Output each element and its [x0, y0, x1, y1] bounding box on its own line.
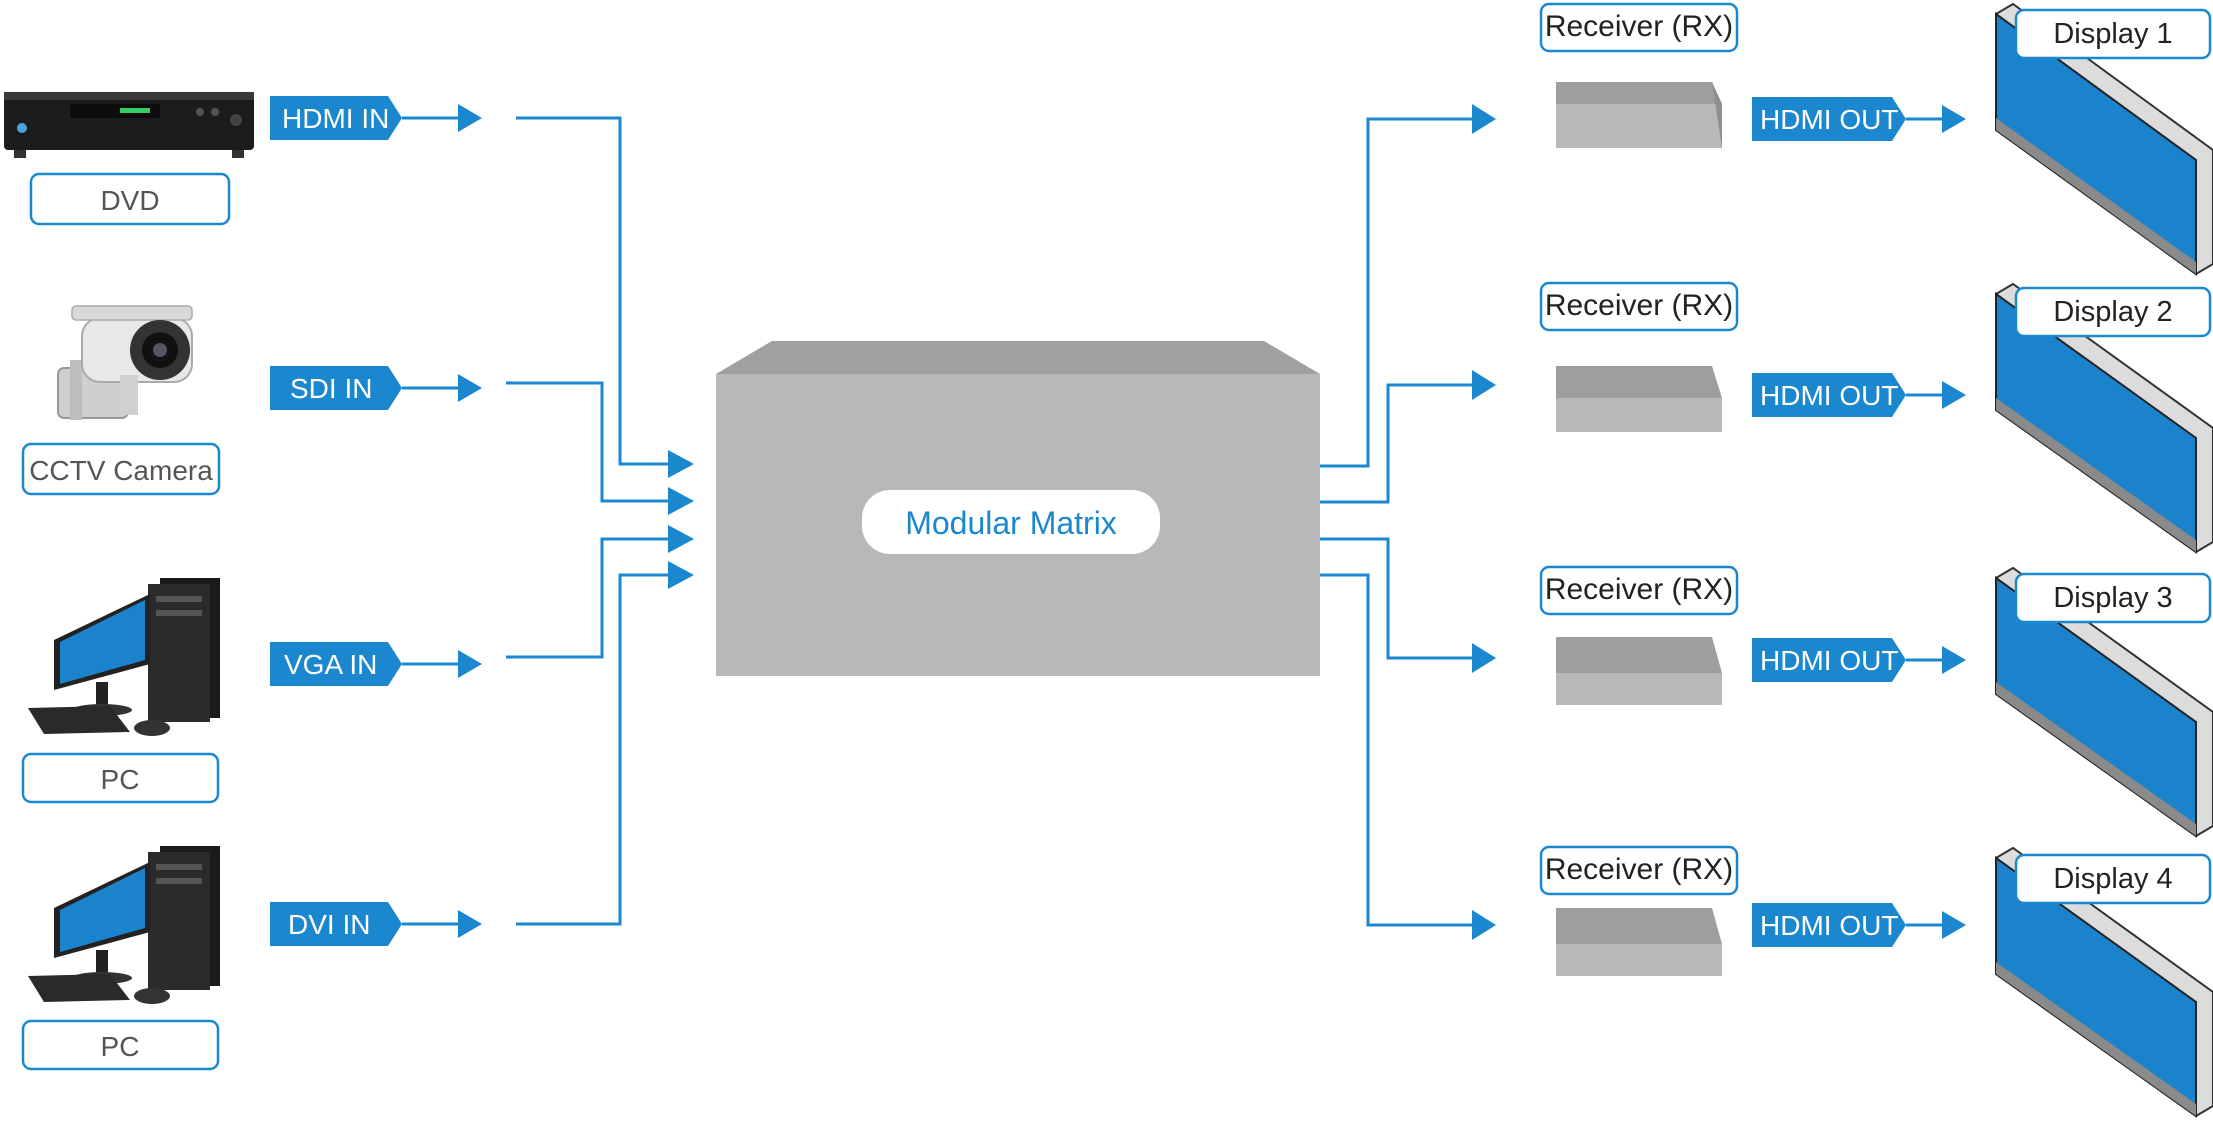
source-label-pc-2: PC — [101, 1031, 140, 1062]
svg-text:HDMI OUT: HDMI OUT — [1760, 910, 1898, 941]
receiver-device-icon — [1556, 82, 1722, 148]
svg-text:Receiver (RX): Receiver (RX) — [1545, 573, 1733, 606]
arrowhead — [458, 650, 482, 678]
connector-out-1 — [1320, 117, 1476, 468]
display-label-box-2: Display 2 — [2014, 286, 2212, 338]
connector-out-3 — [1320, 537, 1476, 660]
arrowhead — [668, 450, 694, 478]
connector-hdmi — [516, 116, 670, 466]
connector-dvi — [516, 573, 670, 926]
source-box-pc-2: PC — [21, 1019, 220, 1071]
connector-out-4 — [1320, 573, 1476, 927]
connector-out-2 — [1320, 383, 1476, 504]
svg-text:Receiver (RX): Receiver (RX) — [1545, 10, 1733, 43]
receiver-device-icon — [1556, 637, 1722, 705]
desktop-pc-icon — [28, 846, 220, 1004]
dvd-player-icon — [4, 92, 254, 158]
port-tag-hdmi-in: HDMI IN — [270, 96, 402, 140]
source-box-pc-1: PC — [21, 752, 220, 804]
port-tag-hdmi-out-2: HDMI OUT — [1752, 373, 1906, 417]
source-box-cctv: CCTV Camera — [21, 442, 221, 496]
receiver-label-box-1: Receiver (RX) — [1539, 2, 1739, 53]
arrowhead — [668, 561, 694, 589]
display-label-box-3: Display 3 — [2014, 572, 2212, 624]
arrowhead — [1942, 105, 1966, 133]
port-tag-dvi-in: DVI IN — [270, 902, 402, 946]
port-tag-vga-in: VGA IN — [270, 642, 402, 686]
receiver-label-box-2: Receiver (RX) — [1539, 281, 1739, 332]
arrowhead — [1472, 910, 1496, 940]
arrowhead — [458, 910, 482, 938]
svg-text:HDMI IN: HDMI IN — [282, 103, 389, 134]
arrowhead — [458, 104, 482, 132]
svg-text:HDMI OUT: HDMI OUT — [1760, 104, 1898, 135]
modular-matrix-device: Modular Matrix — [716, 341, 1320, 676]
arrowhead — [1942, 646, 1966, 674]
svg-text:Display 3: Display 3 — [2053, 582, 2172, 614]
connector-sdi — [506, 381, 670, 503]
svg-text:Display 4: Display 4 — [2053, 863, 2172, 895]
display-screen-icon — [1995, 846, 2213, 1118]
arrowhead — [1472, 370, 1496, 400]
receiver-device-icon — [1556, 366, 1722, 432]
cctv-camera-icon — [57, 305, 193, 420]
arrowhead — [458, 374, 482, 402]
svg-text:Receiver (RX): Receiver (RX) — [1545, 289, 1733, 322]
arrowhead — [668, 487, 694, 515]
svg-text:HDMI OUT: HDMI OUT — [1760, 380, 1898, 411]
desktop-pc-icon — [28, 578, 220, 736]
arrowhead — [1942, 381, 1966, 409]
svg-text:Display 1: Display 1 — [2053, 18, 2172, 50]
display-label-box-4: Display 4 — [2014, 853, 2212, 905]
display-label-box-1: Display 1 — [2014, 8, 2212, 60]
svg-text:Display 2: Display 2 — [2053, 296, 2172, 328]
svg-text:DVI IN: DVI IN — [288, 909, 370, 940]
receiver-label-box-4: Receiver (RX) — [1539, 845, 1739, 896]
port-tag-hdmi-out-4: HDMI OUT — [1752, 903, 1906, 947]
port-tag-sdi-in: SDI IN — [270, 366, 402, 410]
port-tag-hdmi-out-3: HDMI OUT — [1752, 638, 1906, 682]
source-label-cctv: CCTV Camera — [29, 455, 213, 486]
svg-text:HDMI OUT: HDMI OUT — [1760, 645, 1898, 676]
svg-text:SDI IN: SDI IN — [290, 373, 372, 404]
source-box-dvd: DVD — [29, 172, 231, 226]
display-screen-icon — [1995, 282, 2213, 554]
receiver-label-box-3: Receiver (RX) — [1539, 565, 1739, 616]
display-screen-icon — [1995, 566, 2213, 838]
svg-text:Receiver (RX): Receiver (RX) — [1545, 853, 1733, 886]
arrowhead — [1472, 104, 1496, 134]
display-screen-icon — [1995, 2, 2213, 276]
matrix-label: Modular Matrix — [905, 505, 1117, 541]
connector-vga — [506, 537, 670, 659]
source-label-dvd: DVD — [100, 185, 159, 216]
port-tag-hdmi-out-1: HDMI OUT — [1752, 97, 1906, 141]
source-label-pc-1: PC — [101, 764, 140, 795]
arrowhead — [668, 525, 694, 553]
receiver-device-icon — [1556, 908, 1722, 976]
arrowhead — [1472, 643, 1496, 673]
arrowhead — [1942, 911, 1966, 939]
svg-text:VGA IN: VGA IN — [284, 649, 377, 680]
